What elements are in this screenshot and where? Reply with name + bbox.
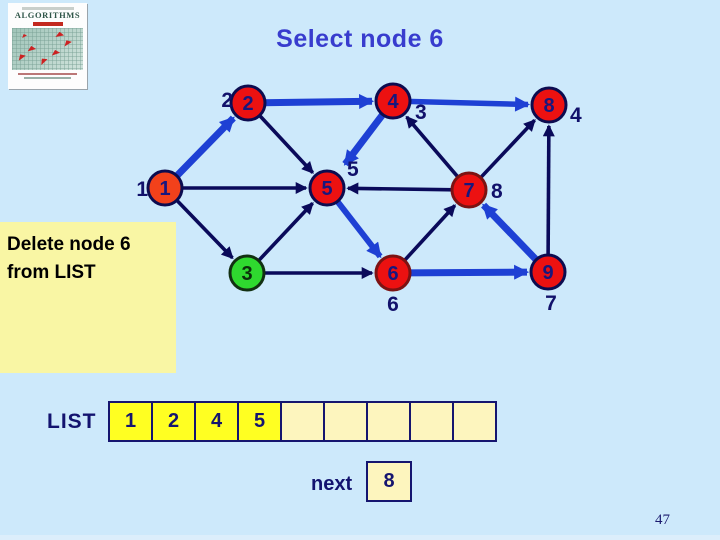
list-cell-1: 2 [151, 401, 196, 442]
graph-node-4 [374, 82, 412, 120]
cover-decorative-line [21, 7, 74, 10]
next-label: next [311, 473, 353, 495]
graph-node-2 [229, 84, 267, 122]
graph-node-3 [228, 254, 266, 292]
list-cell-2: 4 [194, 401, 239, 442]
edge-6-9 [406, 264, 530, 280]
edge-2-5 [256, 112, 315, 174]
node-outside-label-8: 4 [570, 104, 582, 127]
node-outside-label-2: 2 [221, 89, 233, 112]
node-number-4: 4 [387, 91, 399, 113]
next-value-box: 8 [366, 461, 412, 502]
edge-4-5 [342, 110, 388, 167]
graph-node-9 [529, 253, 567, 291]
graph-node-7 [450, 171, 488, 209]
book-cover-title: ALGORITHMS [14, 11, 81, 20]
graph-node-8 [530, 86, 568, 124]
graph-node-5 [308, 169, 346, 207]
node-number-2: 2 [242, 93, 253, 115]
edge-4-8 [406, 96, 531, 112]
edge-9-7 [481, 202, 541, 265]
list-cell-8 [452, 401, 497, 442]
node-number-8: 8 [543, 95, 554, 117]
note-box: Delete node 6 from LIST [0, 222, 176, 373]
node-number-6: 6 [387, 263, 398, 285]
node-outside-label-1: 1 [136, 178, 148, 201]
edge-5-6 [333, 197, 383, 259]
node-number-9: 9 [542, 262, 553, 284]
edge-1-3 [173, 196, 234, 260]
cover-decorative-line [18, 73, 77, 75]
node-number-7: 7 [463, 180, 474, 202]
edges-layer [172, 93, 555, 280]
node-number-5: 5 [321, 178, 332, 200]
list-label: LIST [47, 410, 97, 433]
cover-artwork [12, 28, 83, 70]
edge-3-5 [255, 202, 314, 265]
note-line: Delete node 6 [7, 234, 131, 255]
node-outside-label-6: 6 [387, 293, 399, 316]
book-cover-image: ALGORITHMS [8, 3, 87, 89]
edge-2-4 [261, 93, 375, 109]
edge-9-8 [542, 124, 555, 259]
graph-node-6 [374, 254, 412, 292]
page-number: 47 [655, 512, 670, 528]
edge-7-4 [405, 115, 462, 181]
edge-6-7 [401, 204, 457, 264]
node-outside-label-5: 5 [347, 158, 359, 181]
cover-red-bar [32, 22, 63, 26]
edge-7-5 [346, 182, 456, 195]
bottom-strip [0, 535, 720, 540]
node-number-3: 3 [241, 263, 252, 285]
node-outside-label-9: 7 [545, 292, 557, 315]
graph-node-1 [146, 169, 184, 207]
cover-decorative-line [24, 77, 71, 79]
node-number-1: 1 [159, 178, 170, 200]
slide-title: Select node 6 [276, 25, 444, 53]
list-cell-0: 1 [108, 401, 153, 442]
list-cell-3: 5 [237, 401, 282, 442]
edge-1-2 [172, 115, 236, 181]
node-outside-label-4: 3 [415, 101, 427, 124]
node-outside-label-7: 8 [491, 180, 503, 203]
edge-7-8 [477, 119, 536, 182]
list-cell-4 [280, 401, 325, 442]
note-line: from LIST [7, 262, 96, 283]
